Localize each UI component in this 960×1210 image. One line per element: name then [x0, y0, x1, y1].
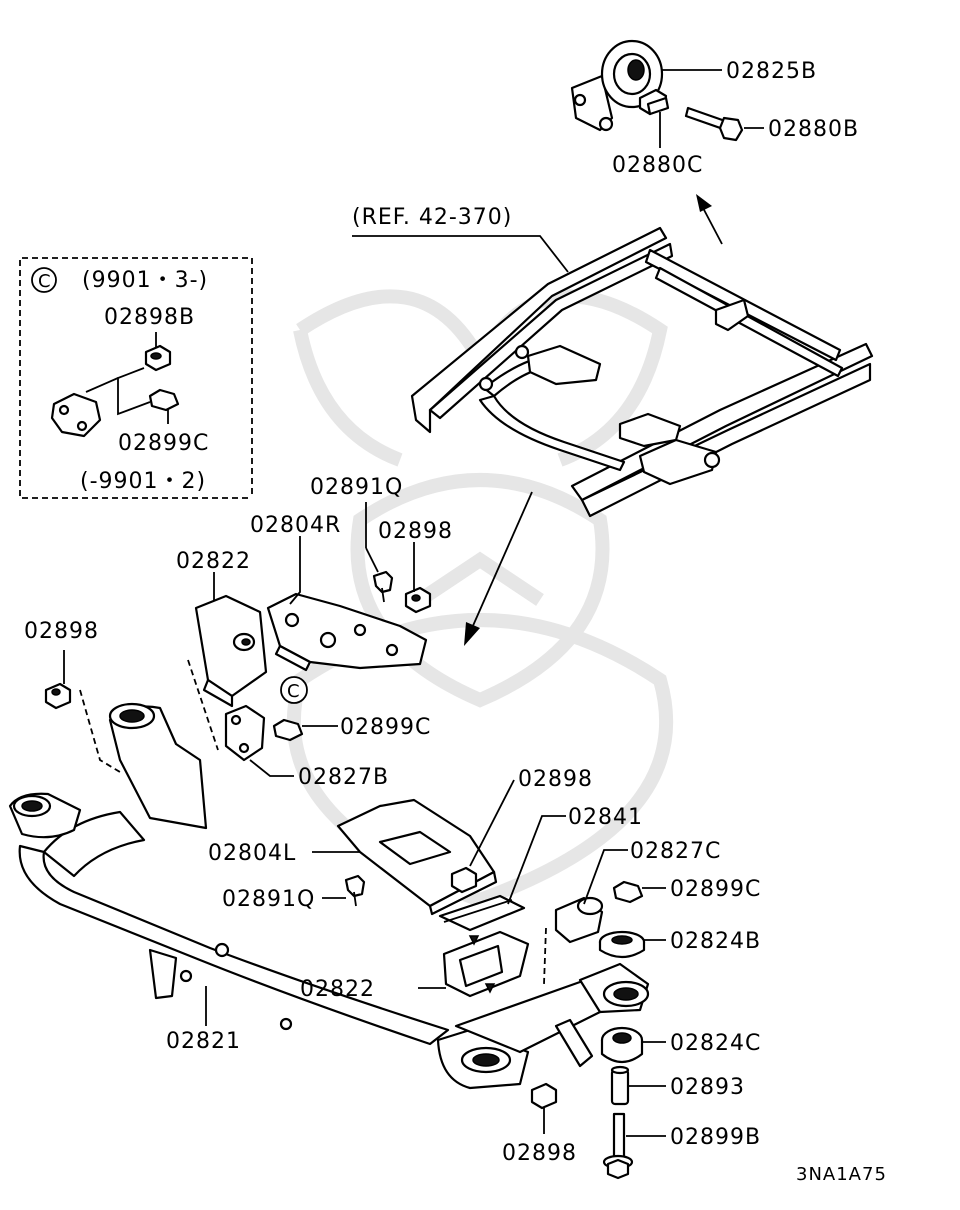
inset-part-02898B: 02898B [104, 305, 195, 330]
direction-arrow-down [464, 491, 533, 646]
label-02824B[interactable]: 02824B [670, 929, 761, 954]
part-labels: 02825B 02880B 02880C 02891Q 02898 02804R… [24, 59, 859, 1166]
inset-nut-02898B[interactable] [144, 344, 172, 372]
nut-02898-left[interactable] [44, 682, 72, 710]
inset-circle-symbol [31, 267, 57, 293]
inset-bracket-plate[interactable] [50, 392, 102, 438]
guide-line-3 [543, 927, 547, 985]
label-02804L[interactable]: 02804L [208, 841, 296, 866]
mount-bracket-02822-upper[interactable] [194, 594, 268, 708]
guide-line-1 [79, 689, 121, 773]
collar-02893[interactable] [610, 1065, 630, 1106]
bolt-02880C[interactable] [638, 88, 670, 116]
bushing-02827C[interactable] [554, 896, 604, 944]
reference-label: (REF. 42-370) [352, 205, 512, 230]
insulator-02824C[interactable] [600, 1026, 644, 1064]
inset-symbol: C [38, 271, 52, 292]
bolt-02891Q-upper[interactable] [372, 570, 394, 603]
label-02825B[interactable]: 02825B [726, 59, 817, 84]
insulator-02824B[interactable] [598, 930, 646, 959]
label-02891Q-bottom[interactable]: 02891Q [222, 887, 315, 912]
guide-line-2 [187, 659, 219, 751]
nut-02898-bottom[interactable] [530, 1082, 558, 1110]
label-02898-top[interactable]: 02898 [378, 519, 453, 544]
label-02824C[interactable]: 02824C [670, 1031, 761, 1056]
label-02899C-mid[interactable]: 02899C [340, 715, 431, 740]
bracket-plate-02827B[interactable] [224, 704, 266, 762]
chassis-frame-ref-42-370 [410, 226, 874, 518]
direction-arrow-up [696, 194, 723, 245]
label-02841[interactable]: 02841 [568, 805, 643, 830]
inset-box: C (9901・3-) 02898B 02899C (-9901・2) [19, 257, 253, 499]
bolt-02880B[interactable] [684, 106, 744, 142]
bolt-02899B[interactable] [602, 1112, 634, 1180]
label-02893[interactable]: 02893 [670, 1075, 745, 1100]
label-02822-bottom[interactable]: 02822 [300, 977, 375, 1002]
inset-bolt-02899C[interactable] [148, 388, 180, 412]
callout-symbol: C [287, 681, 301, 702]
plate-02841[interactable] [438, 894, 526, 932]
inset-date-from: (9901・3-) [82, 268, 208, 293]
label-02898-mid[interactable]: 02898 [518, 767, 593, 792]
label-02899B[interactable]: 02899B [670, 1125, 761, 1150]
figure-code: 3NA1A75 [796, 1164, 887, 1185]
label-02804R[interactable]: 02804R [250, 513, 341, 538]
label-02880B[interactable]: 02880B [768, 117, 859, 142]
label-02827B[interactable]: 02827B [298, 765, 389, 790]
label-02899C-right[interactable]: 02899C [670, 877, 761, 902]
nut-02898-upper[interactable] [404, 586, 432, 614]
leader-lines [63, 69, 764, 1137]
mount-bracket-02822-lower[interactable] [442, 930, 530, 998]
bolt-02899C-mid[interactable] [272, 718, 304, 742]
label-02822-top[interactable]: 02822 [176, 549, 251, 574]
bolt-02899C-right[interactable] [612, 880, 644, 904]
reference-leader [352, 235, 569, 273]
label-02891Q-top[interactable]: 02891Q [310, 475, 403, 500]
mount-bracket-02804R[interactable] [266, 592, 428, 672]
inset-part-02899C: 02899C [118, 431, 209, 456]
label-02880C[interactable]: 02880C [612, 153, 703, 178]
label-02898-bottom[interactable]: 02898 [502, 1141, 577, 1166]
crossmember-02821[interactable] [8, 702, 650, 1090]
label-02827C[interactable]: 02827C [630, 839, 721, 864]
inset-date-to: (-9901・2) [80, 469, 206, 494]
nut-02898-mid[interactable] [450, 866, 478, 894]
label-02898-left[interactable]: 02898 [24, 619, 99, 644]
bolt-02891Q-lower[interactable] [344, 874, 366, 907]
label-02821[interactable]: 02821 [166, 1029, 241, 1054]
engine-mount-02825B[interactable] [570, 39, 664, 132]
callout-circle-symbol [280, 676, 308, 704]
